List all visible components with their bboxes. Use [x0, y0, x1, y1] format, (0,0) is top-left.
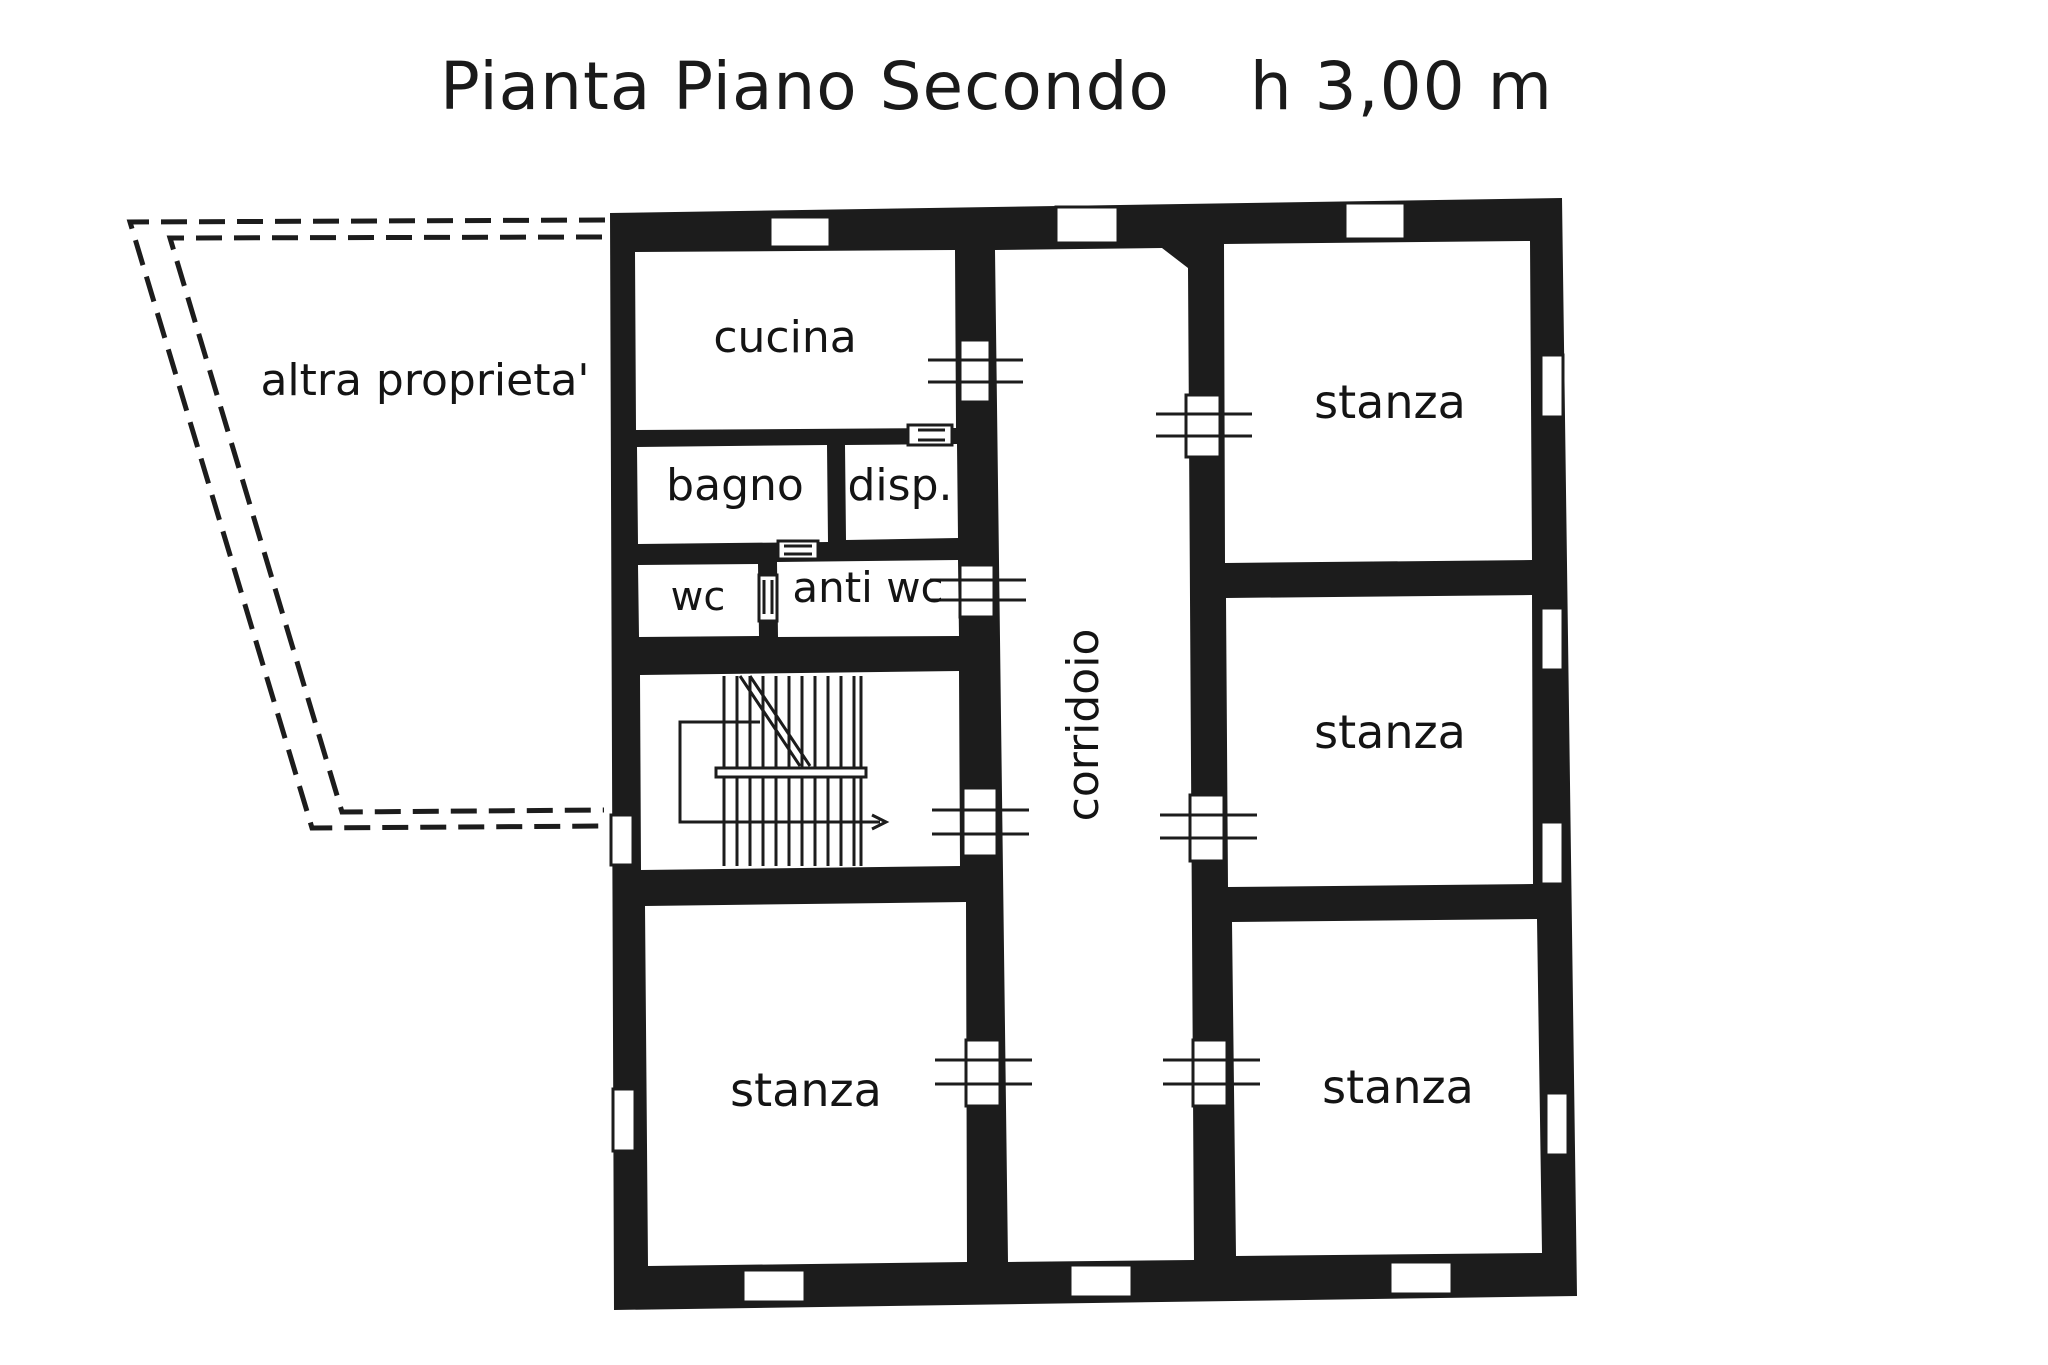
height-label: h 3,00 m — [1249, 48, 1553, 125]
window-stanza-ne-top — [1343, 201, 1407, 241]
door-stanza-e — [1160, 793, 1257, 863]
window-corridoio-top — [1054, 205, 1120, 245]
plan-name: Pianta Piano Secondo — [440, 48, 1170, 125]
door-stanza-se — [1163, 1038, 1260, 1108]
window-stanza-ne-side — [1539, 353, 1565, 419]
stair-break-line-2 — [748, 675, 812, 767]
label-stanza-ne: stanza — [1314, 375, 1466, 429]
stair-direction-arrow-line — [678, 720, 880, 824]
window-cucina — [768, 215, 832, 249]
door-wc — [757, 573, 779, 623]
door-bagno — [906, 423, 954, 447]
staircase — [678, 675, 890, 866]
label-cucina: cucina — [713, 312, 856, 363]
window-corridoio-bottom — [1068, 1263, 1134, 1299]
stair-break-line-1 — [738, 675, 802, 767]
label-bagno: bagno — [666, 460, 804, 511]
door-stairwell — [932, 786, 1029, 858]
window-stanza-sw-bottom — [741, 1268, 807, 1304]
window-stairwell — [609, 813, 635, 867]
label-anti-wc: anti wc — [792, 563, 943, 612]
neighbor-outline-outer — [126, 217, 608, 831]
door-stanza-ne — [1156, 393, 1252, 459]
window-stanza-e-lower — [1539, 820, 1565, 886]
doors — [757, 338, 1260, 1108]
stair-landing-rail — [714, 766, 868, 779]
label-stanza-sw: stanza — [730, 1063, 882, 1117]
label-corridoio: corridoio — [1058, 629, 1109, 822]
window-stanza-e-upper — [1539, 606, 1565, 672]
windows — [609, 201, 1570, 1304]
window-stanza-se-bottom — [1388, 1260, 1454, 1296]
label-stanza-e: stanza — [1314, 705, 1466, 759]
door-anti-wc — [930, 563, 1026, 619]
door-disp — [776, 539, 820, 561]
window-stanza-se-side — [1544, 1091, 1570, 1157]
door-stanza-sw — [935, 1038, 1032, 1108]
stair-direction-arrowhead — [871, 813, 890, 831]
neighbor-property-outline — [126, 217, 608, 831]
window-stanza-sw-side — [611, 1087, 637, 1153]
door-cucina — [928, 338, 1023, 404]
label-altra-proprieta: altra proprieta' — [260, 355, 589, 406]
neighbor-outline-inner — [166, 234, 605, 815]
label-disp: disp. — [848, 460, 953, 511]
plan-title: Pianta Piano Secondo h 3,00 m — [440, 48, 1552, 138]
label-stanza-se: stanza — [1322, 1060, 1474, 1114]
room-labels: altra proprieta' cucina bagno disp. wc a… — [260, 312, 1473, 1117]
label-wc: wc — [671, 574, 726, 620]
